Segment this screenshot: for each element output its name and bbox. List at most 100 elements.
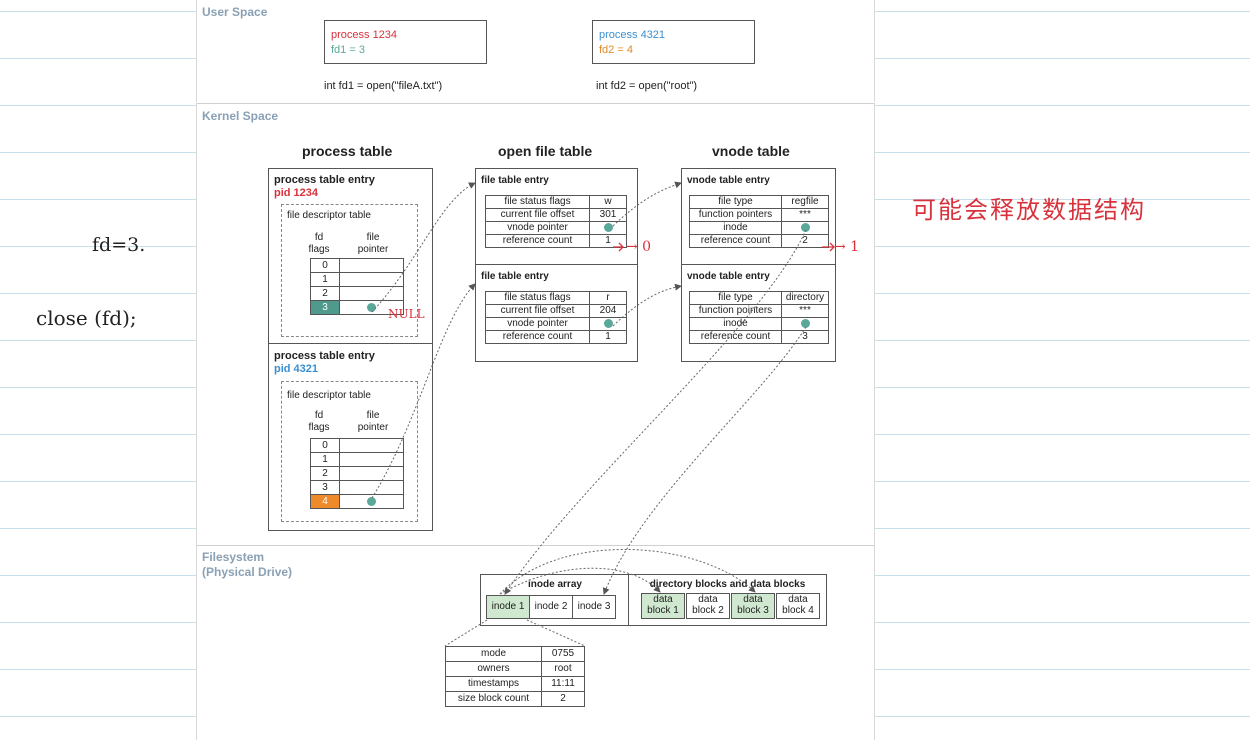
process-4321-name: process 4321 [599, 29, 666, 41]
pointer-cell [339, 494, 404, 509]
fd-cell: 1 [310, 272, 340, 287]
fd-cell: 4 [310, 494, 340, 509]
fd-cell: 3 [310, 300, 340, 315]
fd-cell: 0 [310, 258, 340, 273]
entry-pid: pid 1234 [274, 187, 319, 199]
detail-label: size block count [445, 691, 542, 707]
pointer-cell [339, 286, 404, 301]
open-call-b: int fd2 = open("root") [596, 80, 698, 92]
data-block-l1: data [698, 594, 718, 605]
entry-title: process table entry [274, 174, 375, 186]
field-value: w [589, 195, 627, 209]
field-label: current file offset [485, 208, 590, 222]
field-value: *** [781, 208, 829, 222]
vnode-entry-row: function pointers*** [689, 208, 829, 222]
fd-cell: 2 [310, 286, 340, 301]
fd-cell: 1 [310, 452, 340, 467]
fd-row: 3 [310, 480, 404, 495]
user-space-panel [196, 0, 875, 102]
pointer-cell [339, 272, 404, 287]
data-block-l1: data [653, 594, 673, 605]
inode-pointer-dot [800, 318, 810, 328]
fd-table-title: file descriptor table [287, 390, 371, 401]
process-4321-box: process 4321 fd2 = 4 [592, 20, 755, 64]
field-value [589, 317, 627, 331]
fd-table: 0 1 2 3 4 [310, 438, 404, 509]
entry-title: file table entry [481, 271, 549, 282]
fd-flags-col2b: pointer [357, 422, 389, 433]
process-4321-fd: fd2 = 4 [599, 44, 633, 56]
field-value: 3 [781, 330, 829, 344]
fd-flags-col1b: flags [308, 244, 330, 255]
fd-row: 2 [310, 286, 404, 301]
open-call-a: int fd1 = open("fileA.txt") [324, 80, 443, 92]
fd-cell: 2 [310, 466, 340, 481]
data-block-l2: block 1 [647, 605, 679, 616]
file-entry-row: vnode pointer [485, 221, 627, 235]
fd-cell: 0 [310, 438, 340, 453]
fd-row: 1 [310, 452, 404, 467]
field-value [781, 317, 829, 331]
pointer-cell [339, 466, 404, 481]
field-label: reference count [485, 330, 590, 344]
inode-cell: inode 1 [486, 595, 530, 619]
entry-title: vnode table entry [687, 271, 770, 282]
entry-title: vnode table entry [687, 175, 770, 186]
inode-cell: inode 3 [572, 595, 616, 619]
field-label: file status flags [485, 291, 590, 305]
handwritten-refcount-file: → 0 [626, 239, 652, 255]
fd-row: 0 [310, 258, 404, 273]
filesystem-sublabel: (Physical Drive) [202, 565, 293, 579]
fd-table-title: file descriptor table [287, 210, 371, 221]
field-value: 204 [589, 304, 627, 318]
detail-label: mode [445, 646, 542, 662]
kernel-space-label: Kernel Space [202, 109, 279, 123]
user-space-label: User Space [202, 5, 268, 19]
process-1234-box: process 1234 fd1 = 3 [324, 20, 487, 64]
fd-row: 0 [310, 438, 404, 453]
field-value: 2 [781, 234, 829, 248]
inode-array-box: inode array inode 1 inode 2 inode 3 [480, 574, 630, 626]
handwritten-fd-note: fd=3. [92, 234, 146, 256]
file-entry-row: vnode pointer [485, 317, 627, 331]
vnode-entry-row: inode [689, 221, 829, 235]
detail-value: root [541, 661, 585, 677]
filesystem-label: Filesystem [202, 550, 265, 564]
field-value: *** [781, 304, 829, 318]
fd-flags-col2: file [366, 232, 380, 243]
process-1234-fd: fd1 = 3 [331, 44, 365, 56]
field-value: directory [781, 291, 829, 305]
field-label: reference count [689, 330, 782, 344]
data-block-l1: data [788, 594, 808, 605]
vnode-pointer-dot [603, 318, 613, 328]
field-label: reference count [689, 234, 782, 248]
pointer-cell [339, 258, 404, 273]
process-table-title: process table [302, 143, 393, 159]
data-block-l1: data [743, 594, 763, 605]
field-value [781, 221, 829, 235]
handwritten-refcount-vnode: → 1 [834, 239, 860, 255]
handwritten-null: NULL [388, 307, 425, 321]
pointer-cell [339, 480, 404, 495]
data-block-l2: block 4 [782, 605, 814, 616]
data-block-l2: block 2 [692, 605, 724, 616]
detail-value: 11:11 [541, 676, 585, 692]
